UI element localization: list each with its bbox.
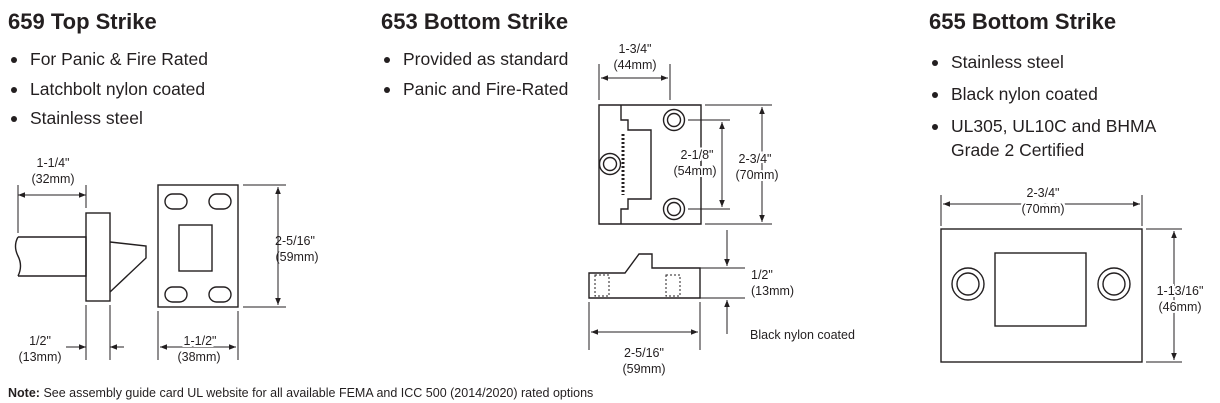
bullets-659: For Panic & Fire Rated Latchbolt nylon c… — [8, 45, 208, 134]
dim-659-lip-mm: (13mm) — [18, 350, 61, 364]
dim-659-width — [157, 311, 239, 360]
strike-653-top-view — [598, 104, 702, 225]
bullet-item: Stainless steel — [929, 50, 1199, 74]
dim-653-length-mm: (59mm) — [622, 362, 665, 376]
bullet-item: Latchbolt nylon coated — [8, 75, 208, 105]
dim-653-inner-mm: (54mm) — [673, 164, 716, 178]
dim-659-projection — [17, 185, 87, 233]
dim-659-lip-in: 1/2" — [29, 334, 51, 348]
dim-659-proj-mm: (32mm) — [31, 172, 74, 186]
bullets-653: Provided as standard Panic and Fire-Rate… — [381, 45, 568, 104]
dim-653-top-width-mm: (44mm) — [613, 58, 656, 72]
dim-653-length — [588, 302, 701, 350]
callout-653-black-nylon: Black nylon coated — [750, 328, 855, 342]
note-label: Note: — [8, 386, 40, 400]
title-653: 653 Bottom Strike — [381, 9, 569, 34]
dim-653-outer — [705, 104, 772, 225]
dim-659-height-mm: (59mm) — [275, 250, 318, 264]
bullet-item: Panic and Fire-Rated — [381, 75, 568, 105]
dim-653-outer-in: 2-3/4" — [739, 152, 772, 166]
dim-653-top-width — [598, 64, 671, 100]
dim-653-thick-in: 1/2" — [751, 268, 773, 282]
bullets-655: Stainless steel Black nylon coated UL305… — [929, 50, 1199, 170]
strike-659-side-view — [14, 212, 147, 302]
bullet-item: Provided as standard — [381, 45, 568, 75]
bullet-item: Black nylon coated — [929, 82, 1199, 106]
strike-655-front-view — [940, 228, 1143, 363]
bullet-item: Stainless steel — [8, 104, 208, 134]
dim-653-inner — [688, 119, 730, 210]
dim-653-top-width-in: 1-3/4" — [619, 42, 652, 56]
strike-659-front-view — [157, 184, 239, 308]
strike-653-side-view — [588, 253, 701, 299]
title-655: 655 Bottom Strike — [929, 9, 1117, 34]
dim-659-lip — [66, 305, 124, 360]
dim-655-height-mm: (46mm) — [1158, 300, 1201, 314]
dim-659-width-in: 1-1/2" — [184, 334, 217, 348]
dim-653-outer-mm: (70mm) — [735, 168, 778, 182]
dim-659-height — [243, 184, 286, 308]
dim-659-width-mm: (38mm) — [177, 350, 220, 364]
note-text: See assembly guide card UL website for a… — [43, 386, 594, 400]
dim-655-height-in: 1-13/16" — [1157, 284, 1204, 298]
dim-659-height-in: 2-5/16" — [275, 234, 315, 248]
dim-659-proj-in: 1-1/4" — [37, 156, 70, 170]
dim-653-inner-in: 2-1/8" — [681, 148, 714, 162]
bullet-item: UL305, UL10C and BHMA Grade 2 Certified — [929, 114, 1199, 162]
dim-653-length-in: 2-5/16" — [624, 346, 664, 360]
dim-653-thick-arrows — [700, 230, 745, 334]
bullet-item: For Panic & Fire Rated — [8, 45, 208, 75]
dim-655-height — [1146, 228, 1182, 363]
dim-655-width — [940, 195, 1143, 226]
dim-653-thick-mm: (13mm) — [751, 284, 794, 298]
title-659: 659 Top Strike — [8, 9, 157, 34]
footer-note: Note: See assembly guide card UL website… — [8, 386, 593, 400]
dim-655-width-in: 2-3/4" — [1027, 186, 1060, 200]
dim-655-width-mm: (70mm) — [1021, 202, 1064, 216]
